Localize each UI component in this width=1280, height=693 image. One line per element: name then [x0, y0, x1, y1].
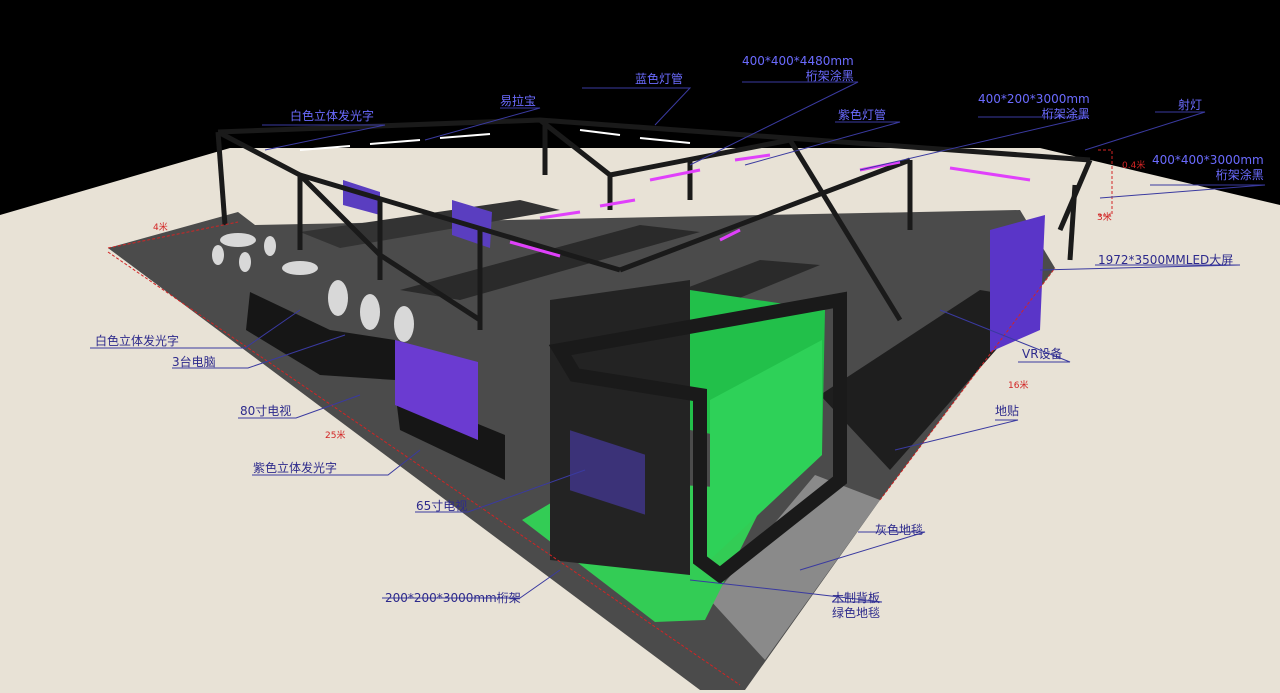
reception-counter	[246, 292, 395, 380]
floor-sticker-area	[820, 290, 1040, 470]
white-chairs	[212, 233, 414, 342]
green-room-frame	[548, 291, 847, 584]
aisle-strip	[400, 225, 700, 300]
truss-structure	[215, 117, 1093, 330]
grey-carpet-area	[710, 475, 880, 660]
tv-65-screen	[570, 430, 645, 515]
blue-light-tubes	[299, 129, 691, 151]
leader-lines	[90, 81, 1266, 603]
green-wall-side	[710, 340, 822, 560]
wooden-backboard-wall	[550, 280, 690, 575]
led-screen-panel	[990, 215, 1045, 352]
tv-80-screen	[395, 340, 478, 440]
dimension-lines	[107, 149, 1113, 686]
aisle-strip	[300, 200, 560, 248]
